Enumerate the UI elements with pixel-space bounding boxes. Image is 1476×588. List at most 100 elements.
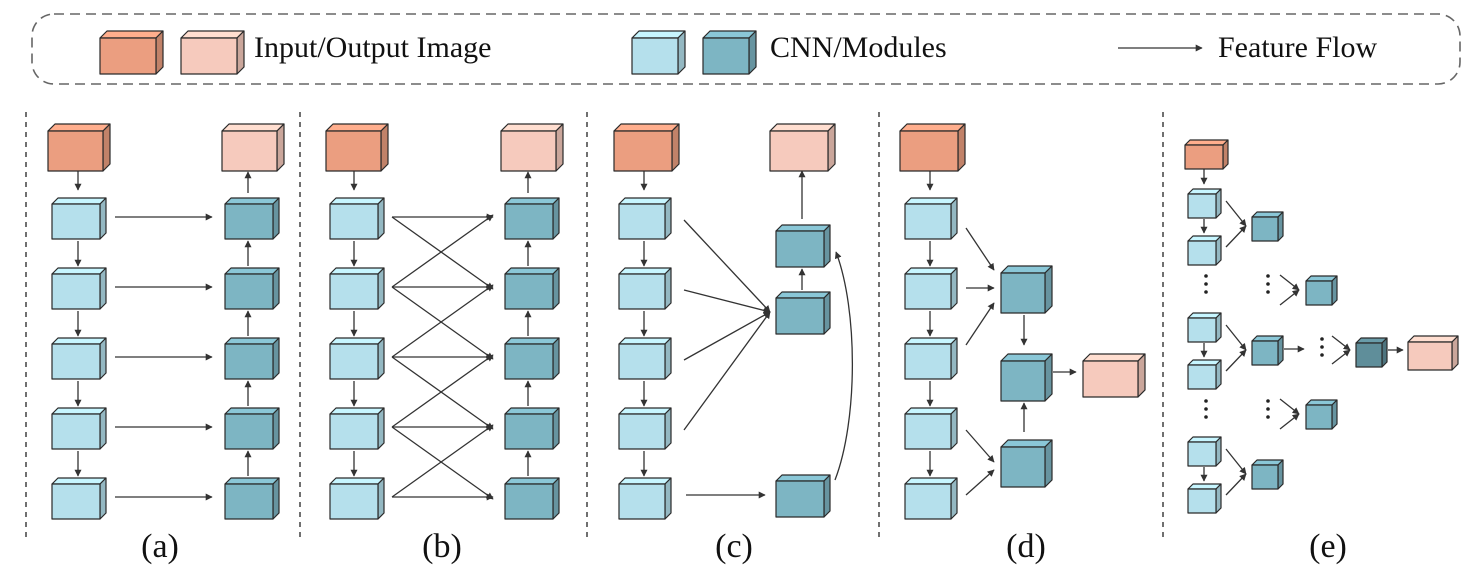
feature-flow-arrow: [391, 216, 494, 290]
decoder-block-icon: [224, 267, 280, 310]
encoder-block-icon: [51, 477, 107, 520]
module-icon: [702, 30, 757, 75]
legend-icons: [99, 30, 757, 75]
encoder-block-icon: [904, 477, 958, 520]
output-image-icon: [1082, 353, 1146, 398]
encoder-block-icon: [1187, 359, 1222, 390]
encoder-block-icon: [1187, 188, 1222, 219]
final-module-icon: [1355, 337, 1388, 368]
ellipses: [1204, 274, 1324, 419]
feature-flow-arrow: [834, 251, 854, 481]
vertical-ellipsis-icon: [1266, 274, 1270, 294]
encoder-block-icon: [329, 477, 385, 520]
panel-dividers: [25, 112, 1164, 538]
fusion-module-icon: [775, 224, 831, 268]
encoder-block-icon: [1187, 312, 1222, 343]
feature-flow-arrow: [391, 354, 494, 428]
feature-flow-arrow: [965, 227, 995, 271]
decoder-block-icon: [504, 477, 560, 520]
vertical-ellipsis-icon: [1320, 337, 1324, 357]
encoder-block-icon: [618, 267, 672, 310]
encoder-block-icon: [51, 407, 107, 450]
input-image-icon: [613, 123, 680, 172]
fusion-module-icon: [1305, 275, 1338, 306]
feature-flow-arrow: [683, 289, 771, 314]
fusion-module-icon: [1000, 353, 1053, 402]
encoder-block-icon: [904, 267, 958, 310]
feature-flow-arrow: [965, 302, 995, 346]
encoder-block-icon: [904, 197, 958, 240]
input-image-icon: [47, 123, 111, 172]
encoder-block-icon: [329, 197, 385, 240]
legend-frame: [31, 13, 1461, 85]
fusion-module-icon: [1251, 459, 1284, 490]
vertical-ellipsis-icon: [1204, 274, 1208, 294]
feature-flow-arrow: [1225, 324, 1247, 351]
feature-flow-arrow: [391, 356, 494, 430]
fusion-module-icon: [1000, 265, 1053, 314]
decoder-block-icon: [224, 407, 280, 450]
decoder-block-icon: [504, 267, 560, 310]
feature-flow-arrow: [1225, 225, 1247, 248]
encoder-block-icon: [1187, 483, 1222, 514]
decoder-block-icon: [504, 197, 560, 240]
modules: [47, 123, 1459, 520]
fusion-module-icon: [775, 291, 831, 335]
output-image-icon: [769, 123, 836, 172]
encoder-block-icon: [329, 407, 385, 450]
feature-flow-arrow: [683, 219, 771, 313]
input-image-icon: [325, 123, 389, 172]
output-image-icon: [180, 30, 245, 75]
feature-flow-arrow: [1225, 473, 1247, 496]
encoder-block-icon: [618, 337, 672, 380]
feature-flow-arrow: [1279, 274, 1300, 291]
encoder-block-icon: [904, 407, 958, 450]
feature-flow-arrow: [683, 311, 771, 431]
output-image-icon: [221, 123, 285, 172]
panel-label-d: (d): [1006, 528, 1046, 565]
feature-flow-arrow: [1279, 398, 1300, 415]
feature-flow-arrow: [391, 424, 494, 498]
encoder-block-icon: [618, 407, 672, 450]
legend-input-output-label: Input/Output Image: [254, 31, 491, 64]
decoder-block-icon: [504, 337, 560, 380]
feature-flow-arrow: [1279, 289, 1300, 306]
panel-label-e: (e): [1309, 528, 1347, 565]
feature-flow-arrow: [965, 429, 995, 463]
fusion-module-icon: [1305, 399, 1338, 430]
cnn-icon: [631, 30, 686, 75]
feature-flow-arrow: [1331, 335, 1351, 351]
legend-feature-flow-label: Feature Flow: [1218, 31, 1377, 64]
feature-flow-arrow: [391, 426, 494, 500]
feature-flow-arrows: [74, 168, 1404, 501]
feature-flow-arrow: [965, 469, 995, 496]
feature-flow-arrow: [391, 284, 494, 358]
encoder-block-icon: [329, 267, 385, 310]
feature-flow-arrow: [683, 311, 771, 361]
feature-flow-arrow: [1225, 200, 1247, 227]
decoder-block-icon: [224, 197, 280, 240]
fusion-module-icon: [1251, 211, 1284, 242]
legend: Input/Output Image CNN/Modules Feature F…: [31, 13, 1461, 85]
feature-flow-arrow: [1225, 349, 1247, 372]
fusion-module-icon: [775, 474, 831, 518]
input-image-icon: [899, 123, 966, 172]
panel-label-a: (a): [141, 528, 179, 565]
input-image-icon: [1184, 139, 1229, 170]
decoder-block-icon: [504, 407, 560, 450]
panel-label-c: (c): [715, 528, 753, 565]
encoder-block-icon: [329, 337, 385, 380]
encoder-block-icon: [904, 337, 958, 380]
encoder-block-icon: [1187, 436, 1222, 467]
input-image-icon: [99, 30, 164, 75]
feature-flow-arrow: [391, 286, 494, 360]
feature-flow-arrow: [391, 214, 494, 288]
vertical-ellipsis-icon: [1266, 399, 1270, 419]
legend-cnn-modules-label: CNN/Modules: [770, 31, 947, 64]
fusion-module-icon: [1251, 335, 1284, 366]
encoder-block-icon: [618, 477, 672, 520]
output-image-icon: [500, 123, 564, 172]
feature-flow-arrow: [1331, 349, 1351, 365]
fusion-module-icon: [1000, 439, 1053, 488]
vertical-ellipsis-icon: [1204, 399, 1208, 419]
